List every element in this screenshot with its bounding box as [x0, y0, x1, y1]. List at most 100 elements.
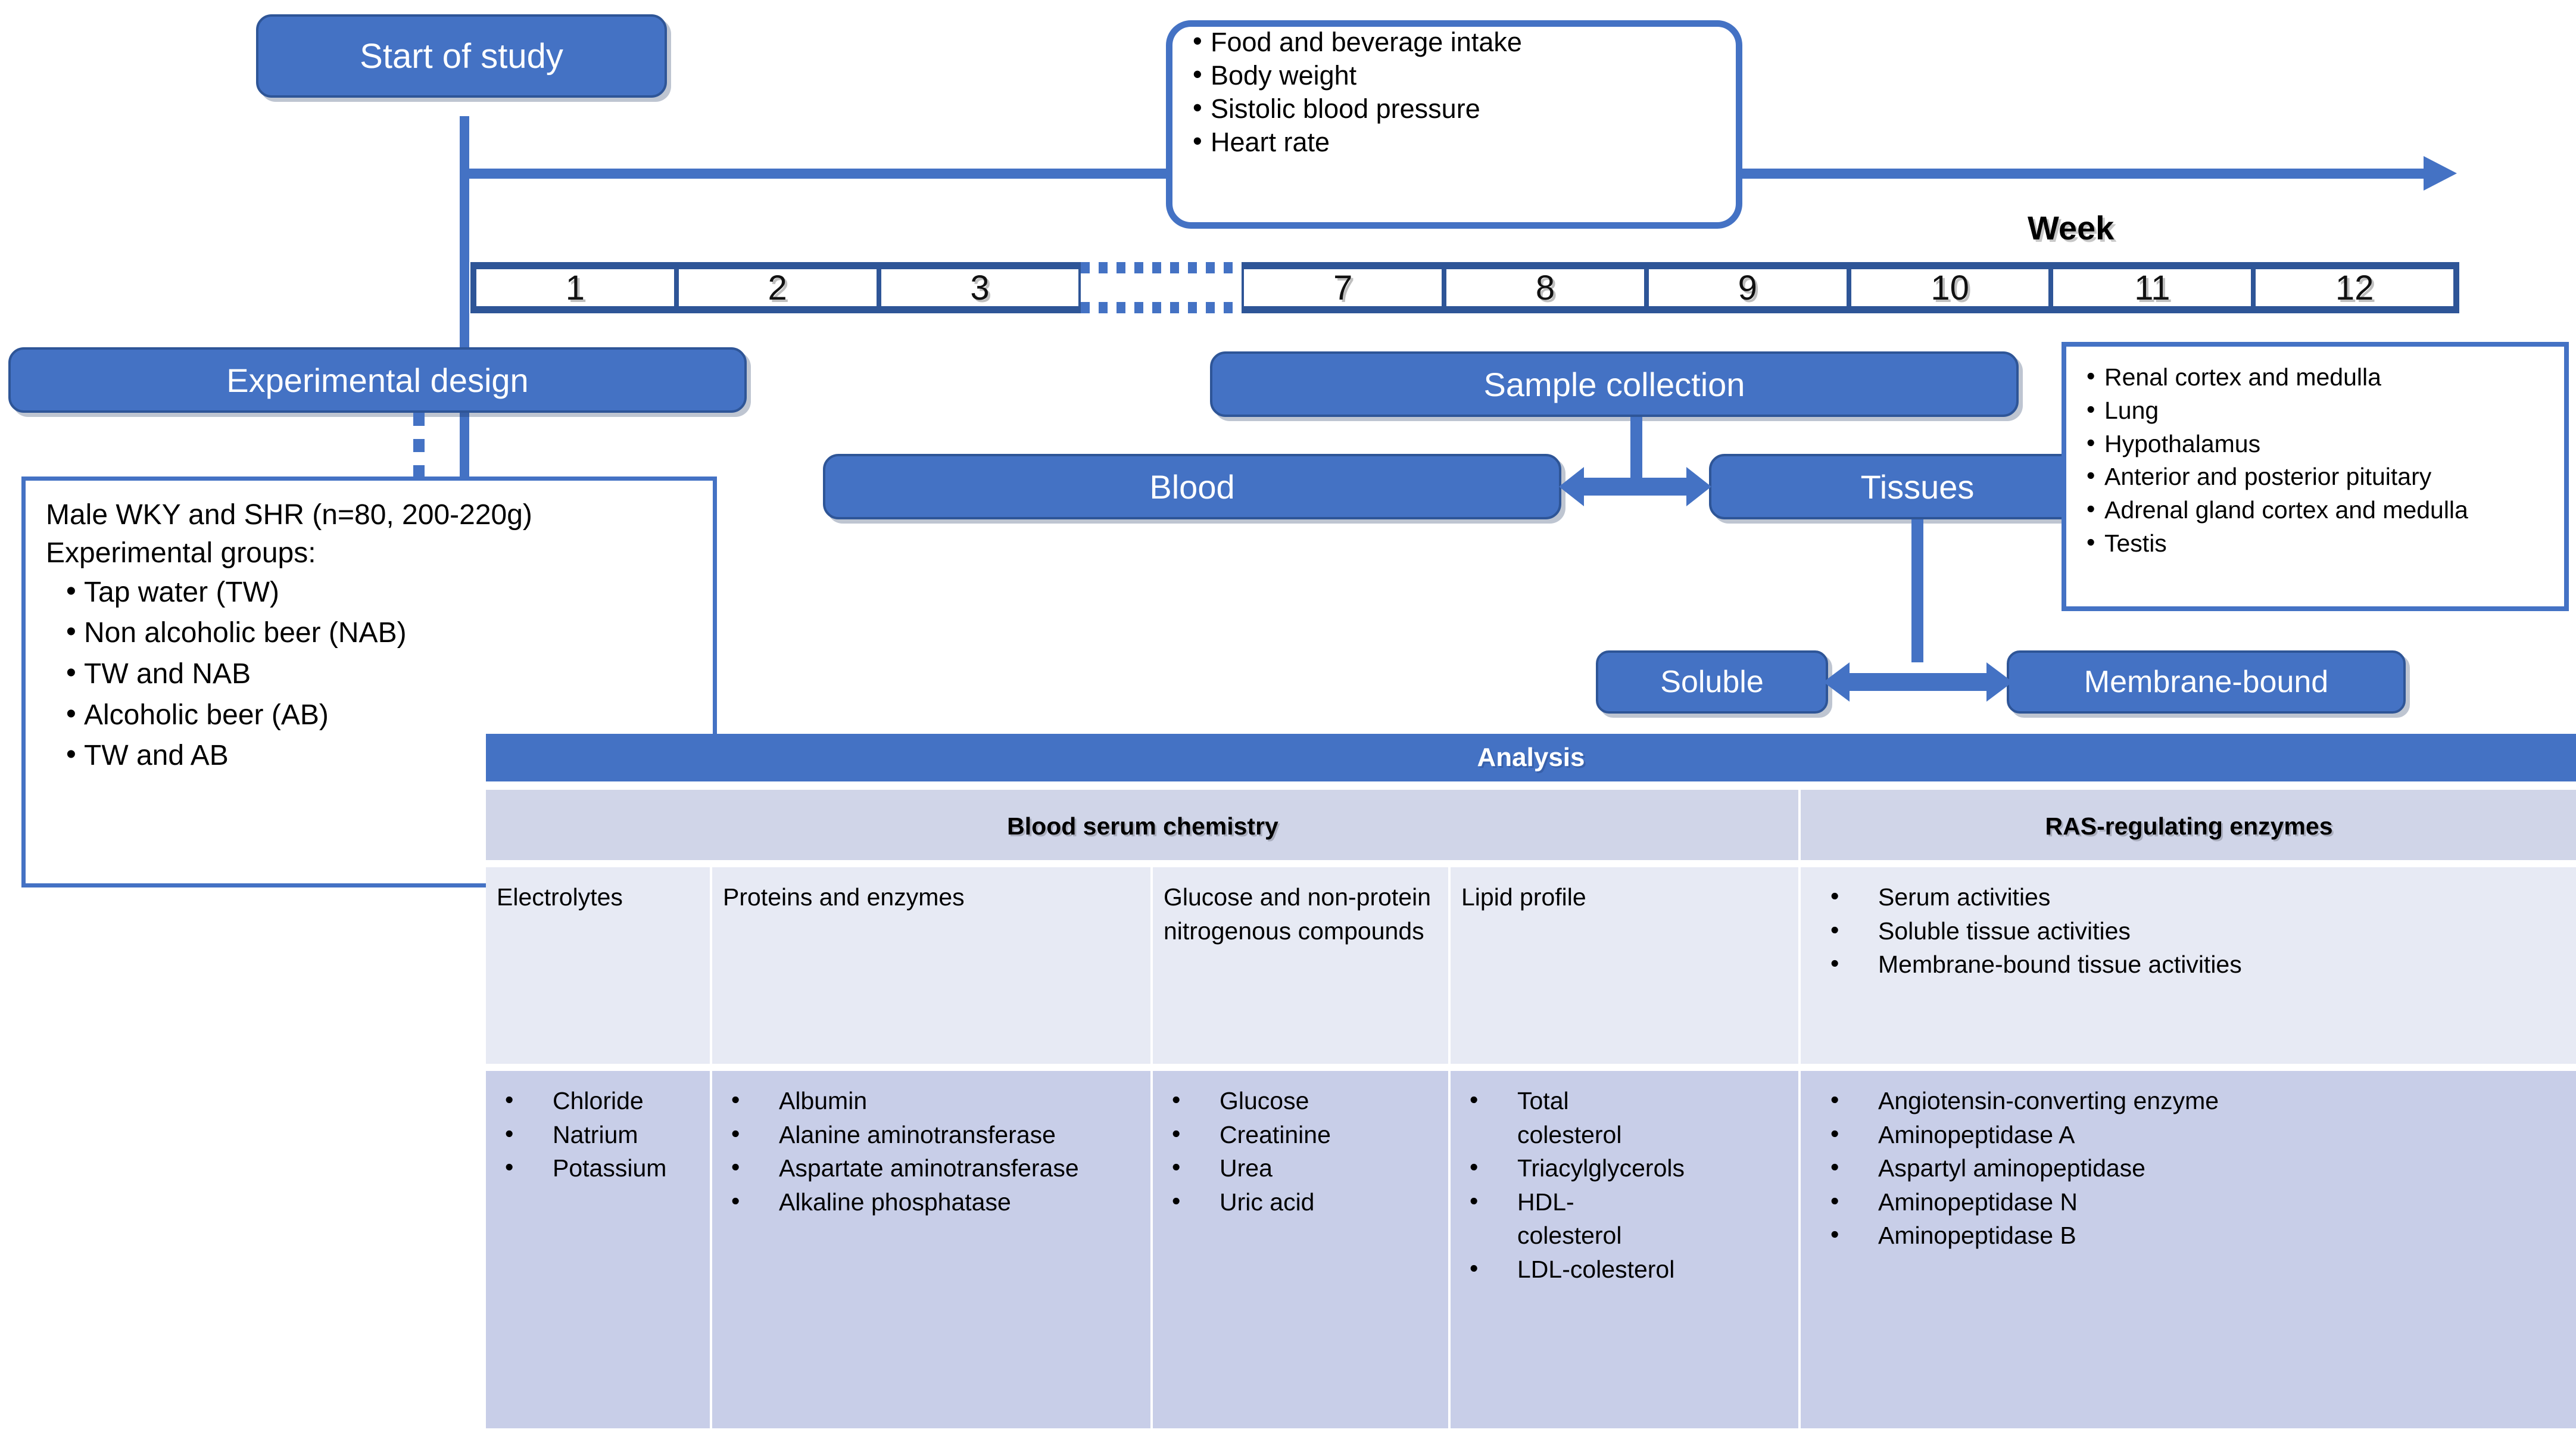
tissue-list: Renal cortex and medulla Lung Hypothalam… [2084, 360, 2551, 560]
group-header-blood-serum-chemistry: Blood serum chemistry [486, 790, 1801, 860]
analysis-subheader-row: Electrolytes Proteins and enzymes Glucos… [486, 867, 2576, 1064]
tissues-stem [1911, 519, 1923, 662]
membrane-bound-label: Membrane-bound [2084, 665, 2329, 699]
animals-line: Male WKY and SHR (n=80, 200-220g) [46, 499, 532, 531]
blood-box[interactable]: Blood [823, 454, 1561, 519]
list-item: Food and beverage intake [1190, 24, 1718, 59]
membrane-bound-box[interactable]: Membrane-bound [2007, 650, 2406, 714]
column-header-glucose-nitrogenous: Glucose and non-protein nitrogenous comp… [1153, 867, 1451, 1064]
group-header-ras-enzymes: RAS-regulating enzymes [2045, 812, 2333, 840]
column-header-electrolytes: Electrolytes [486, 867, 712, 1064]
week-cell[interactable]: 1 [476, 269, 674, 307]
list-item: Membrane-bound tissue activities [1827, 946, 2566, 982]
analytes-glucose-nitrogenous: Glucose Creatinine Urea Uric acid [1153, 1071, 1451, 1428]
list-item: Chloride [501, 1083, 700, 1118]
analytes-lipid-profile: Total colesterol Triacylglycerols HDL-co… [1451, 1071, 1801, 1428]
ras-enzymes-list: Angiotensin-converting enzyme Aminopepti… [1827, 1083, 2566, 1253]
column-header-lipid-profile: Lipid profile [1451, 867, 1801, 1064]
week-axis-label: Week [2028, 209, 2115, 247]
soluble-membrane-double-arrow [1823, 662, 2013, 702]
list-item: HDL-colesterol [1466, 1184, 1642, 1253]
sample-collection-stem [1630, 417, 1642, 494]
list-item: Total colesterol [1466, 1083, 1642, 1151]
ras-enzymes-scope-list: Serum activities Soluble tissue activiti… [1801, 867, 2576, 1064]
week-cell[interactable]: 2 [678, 269, 877, 307]
list-item: Aminopeptidase B [1827, 1217, 2566, 1253]
week-cell[interactable]: 3 [881, 269, 1079, 307]
week-cell[interactable]: 12 [2256, 269, 2454, 307]
list-item: Creatinine [1168, 1117, 1439, 1152]
list-item: Tap water (TW) [64, 571, 697, 613]
list-item: Hypothalamus [2084, 426, 2551, 461]
list-item: Lung [2084, 393, 2551, 428]
list-item: Testis [2084, 526, 2551, 560]
list-item: Aminopeptidase N [1827, 1184, 2566, 1219]
week-cell[interactable]: 8 [1446, 269, 1644, 307]
start-of-study-box[interactable]: Start of study [256, 14, 667, 98]
monitoring-callout-box: Food and beverage intake Body weight Sis… [1166, 20, 1742, 229]
week-cell[interactable]: 7 [1244, 269, 1442, 307]
blood-label: Blood [1149, 468, 1235, 506]
list-item: Angiotensin-converting enzyme [1827, 1083, 2566, 1118]
electrolytes-list: Chloride Natrium Potassium [501, 1083, 700, 1185]
list-item: Alcoholic beer (AB) [64, 694, 697, 736]
list-item: LDL-colesterol [1466, 1251, 1789, 1287]
glucose-list: Glucose Creatinine Urea Uric acid [1168, 1083, 1439, 1219]
tissue-list-box: Renal cortex and medulla Lung Hypothalam… [2062, 342, 2569, 611]
lipid-list: Total colesterol Triacylglycerols HDL-co… [1466, 1083, 1789, 1287]
list-item: Renal cortex and medulla [2084, 360, 2551, 394]
analysis-table: Analysis Blood serum chemistry RAS-regul… [486, 734, 2576, 1445]
soluble-label: Soluble [1660, 665, 1764, 699]
list-item: Triacylglycerols [1466, 1150, 1685, 1185]
groups-heading: Experimental groups: [46, 537, 316, 569]
list-item: Uric acid [1168, 1184, 1439, 1219]
list-item: Urea [1168, 1150, 1439, 1185]
experimental-design-label: Experimental design [226, 361, 529, 399]
list-item: Anterior and posterior pituitary [2084, 459, 2551, 494]
list-item: Aspartyl aminopeptidase [1827, 1150, 2566, 1185]
list-item: TW and NAB [64, 653, 697, 695]
monitoring-list: Food and beverage intake Body weight Sis… [1190, 24, 1718, 159]
proteins-enzymes-list: Albumin Alanine aminotransferase Asparta… [728, 1083, 1141, 1219]
list-item: TW and AB [64, 734, 697, 777]
list-item: Heart rate [1190, 124, 1718, 159]
list-item: Aspartate aminotransferase [728, 1150, 1141, 1185]
analysis-analyte-row: Chloride Natrium Potassium Albumin Alani… [486, 1071, 2576, 1428]
analysis-title: Analysis [486, 734, 2576, 781]
week-cell[interactable]: 11 [2053, 269, 2251, 307]
list-item: Sistolic blood pressure [1190, 91, 1718, 126]
week-timeline-bar: 1 2 3 7 8 9 10 11 12 [470, 262, 2459, 313]
week-cell[interactable]: 10 [1851, 269, 2049, 307]
tissues-label: Tissues [1860, 468, 1975, 506]
list-item: Serum activities [1827, 879, 2566, 914]
start-of-study-label: Start of study [360, 36, 563, 76]
week-cell[interactable]: 9 [1648, 269, 1847, 307]
week-gap-dashed [1081, 262, 1242, 313]
analytes-proteins-enzymes: Albumin Alanine aminotransferase Asparta… [712, 1071, 1153, 1428]
timeline-arrow-head [2424, 156, 2457, 191]
blood-tissues-double-arrow [1559, 467, 1711, 506]
list-item: Adrenal gland cortex and medulla [2084, 493, 2551, 527]
list-item: Non alcoholic beer (NAB) [64, 612, 697, 654]
column-header-text: Glucose and non-protein nitrogenous comp… [1164, 883, 1432, 945]
list-item: Alkaline phosphatase [728, 1184, 1141, 1219]
list-item: Alanine aminotransferase [728, 1117, 1141, 1152]
list-item: Soluble tissue activities [1827, 913, 2566, 948]
analysis-group-header-row: Blood serum chemistry RAS-regulating enz… [486, 790, 2576, 860]
experimental-design-dashed-connector [413, 413, 425, 481]
experimental-design-box[interactable]: Experimental design [8, 347, 747, 413]
column-header-proteins-and-enzymes: Proteins and enzymes [712, 867, 1153, 1064]
sample-collection-box[interactable]: Sample collection [1210, 351, 2019, 417]
soluble-box[interactable]: Soluble [1596, 650, 1828, 714]
ras-scope-list: Serum activities Soluble tissue activiti… [1827, 879, 2566, 982]
tissues-box[interactable]: Tissues [1709, 454, 2126, 519]
sample-collection-label: Sample collection [1483, 365, 1745, 403]
analytes-electrolytes: Chloride Natrium Potassium [486, 1071, 712, 1428]
list-item: Natrium [501, 1117, 700, 1152]
list-item: Aminopeptidase A [1827, 1117, 2566, 1152]
list-item: Albumin [728, 1083, 1141, 1118]
list-item: Glucose [1168, 1083, 1439, 1118]
analytes-ras-enzymes: Angiotensin-converting enzyme Aminopepti… [1801, 1071, 2576, 1428]
list-item: Body weight [1190, 58, 1718, 92]
